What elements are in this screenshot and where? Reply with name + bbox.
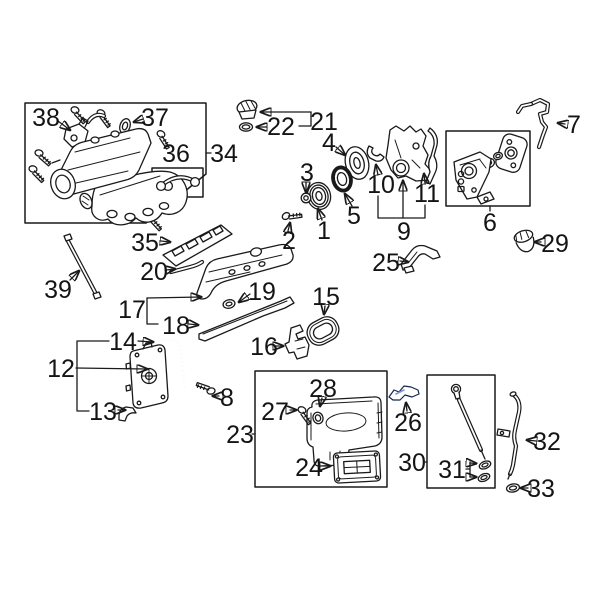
- engine-mount-bracket-kit: [453, 133, 528, 205]
- callout-5[interactable]: 5: [347, 202, 361, 230]
- callout-23[interactable]: 23: [226, 421, 254, 449]
- callout-22[interactable]: 22: [267, 113, 295, 141]
- callout-10[interactable]: 10: [367, 171, 395, 199]
- callout-37[interactable]: 37: [141, 104, 169, 132]
- box-mount-bracket-group: [445, 130, 531, 207]
- filler-cap-gasket: [238, 122, 254, 132]
- callout-12[interactable]: 12: [47, 355, 75, 383]
- callout-16[interactable]: 16: [250, 333, 278, 361]
- callout-35[interactable]: 35: [131, 229, 159, 257]
- callout-32[interactable]: 32: [533, 428, 561, 456]
- callout-8[interactable]: 8: [220, 384, 234, 412]
- highlighted-bracket-26[interactable]: [388, 385, 420, 401]
- hook-clamp: [366, 145, 385, 162]
- leader-lines: [57, 112, 565, 488]
- lower-oil-pan: [332, 450, 382, 484]
- callout-1[interactable]: 1: [317, 217, 331, 245]
- callout-38[interactable]: 38: [32, 104, 60, 132]
- timing-chain-cover: [366, 125, 438, 185]
- callout-29[interactable]: 29: [541, 230, 569, 258]
- callout-25[interactable]: 25: [372, 249, 400, 277]
- dipstick-o-ring-upper: [478, 460, 492, 470]
- callout-13[interactable]: 13: [89, 398, 117, 426]
- breather-hose: [168, 259, 205, 275]
- box-oil-pan-group: [254, 370, 388, 488]
- grommet: [222, 299, 236, 309]
- hook-bracket: [118, 406, 137, 422]
- crank-pulley-set: [280, 146, 370, 228]
- valve-cover-gasket: [198, 296, 295, 342]
- callout-21[interactable]: 21: [310, 108, 338, 136]
- callout-9[interactable]: 9: [397, 218, 411, 246]
- oval-gasket-15: [306, 316, 340, 346]
- callout-34[interactable]: 34: [210, 140, 238, 168]
- callout-27[interactable]: 27: [261, 398, 289, 426]
- callout-33[interactable]: 33: [527, 475, 555, 503]
- support-bracket-7: [515, 97, 551, 150]
- callout-3[interactable]: 3: [300, 159, 314, 187]
- callout-18[interactable]: 18: [162, 312, 190, 340]
- callout-6[interactable]: 6: [483, 209, 497, 237]
- callout-36[interactable]: 36: [162, 140, 190, 168]
- callout-20[interactable]: 20: [140, 258, 168, 286]
- callout-15[interactable]: 15: [312, 283, 340, 311]
- callout-24[interactable]: 24: [295, 454, 323, 482]
- callout-2[interactable]: 2: [282, 227, 296, 255]
- oil-pan-kit: [293, 396, 383, 484]
- dipstick-tube: [496, 391, 522, 493]
- support-rod: [63, 233, 102, 300]
- timing-belt-sprocket: [344, 146, 370, 180]
- callout-11[interactable]: 11: [414, 180, 440, 208]
- oil-filler-cap-29: [513, 229, 535, 253]
- callout-28[interactable]: 28: [309, 375, 337, 403]
- callout-19[interactable]: 19: [248, 278, 276, 306]
- support-bracket-25: [400, 244, 441, 274]
- callout-17[interactable]: 17: [118, 296, 146, 324]
- box-dipstick-group: [426, 374, 496, 489]
- dipstick-o-ring-lower: [477, 472, 491, 483]
- oil-filler-cap-kit: [236, 99, 258, 132]
- callout-labels: 1 2 3 4 5 6 7 8 9 10 11 12 13 14 15 16 1…: [32, 104, 581, 503]
- callout-7[interactable]: 7: [567, 111, 581, 139]
- callout-26[interactable]: 26: [394, 409, 422, 437]
- callout-14[interactable]: 14: [109, 328, 137, 356]
- crankshaft-pulley: [306, 181, 332, 211]
- valve-cover: [196, 243, 294, 300]
- bolt-8: [195, 379, 217, 398]
- callout-30[interactable]: 30: [398, 449, 426, 477]
- manifold-gasket: [162, 224, 233, 267]
- end-bracket-16: [284, 324, 310, 360]
- crankshaft-sprocket: [331, 165, 353, 193]
- tube-o-ring: [505, 483, 521, 493]
- callout-31[interactable]: 31: [438, 456, 466, 484]
- callout-39[interactable]: 39: [44, 276, 72, 304]
- dipstick-kit: [450, 383, 492, 483]
- washer-3: [300, 192, 312, 204]
- timing-belt-front-cover: [118, 337, 217, 422]
- callout-4[interactable]: 4: [322, 129, 336, 157]
- pulley-bolt: [280, 204, 304, 228]
- hose-kit: [155, 175, 201, 192]
